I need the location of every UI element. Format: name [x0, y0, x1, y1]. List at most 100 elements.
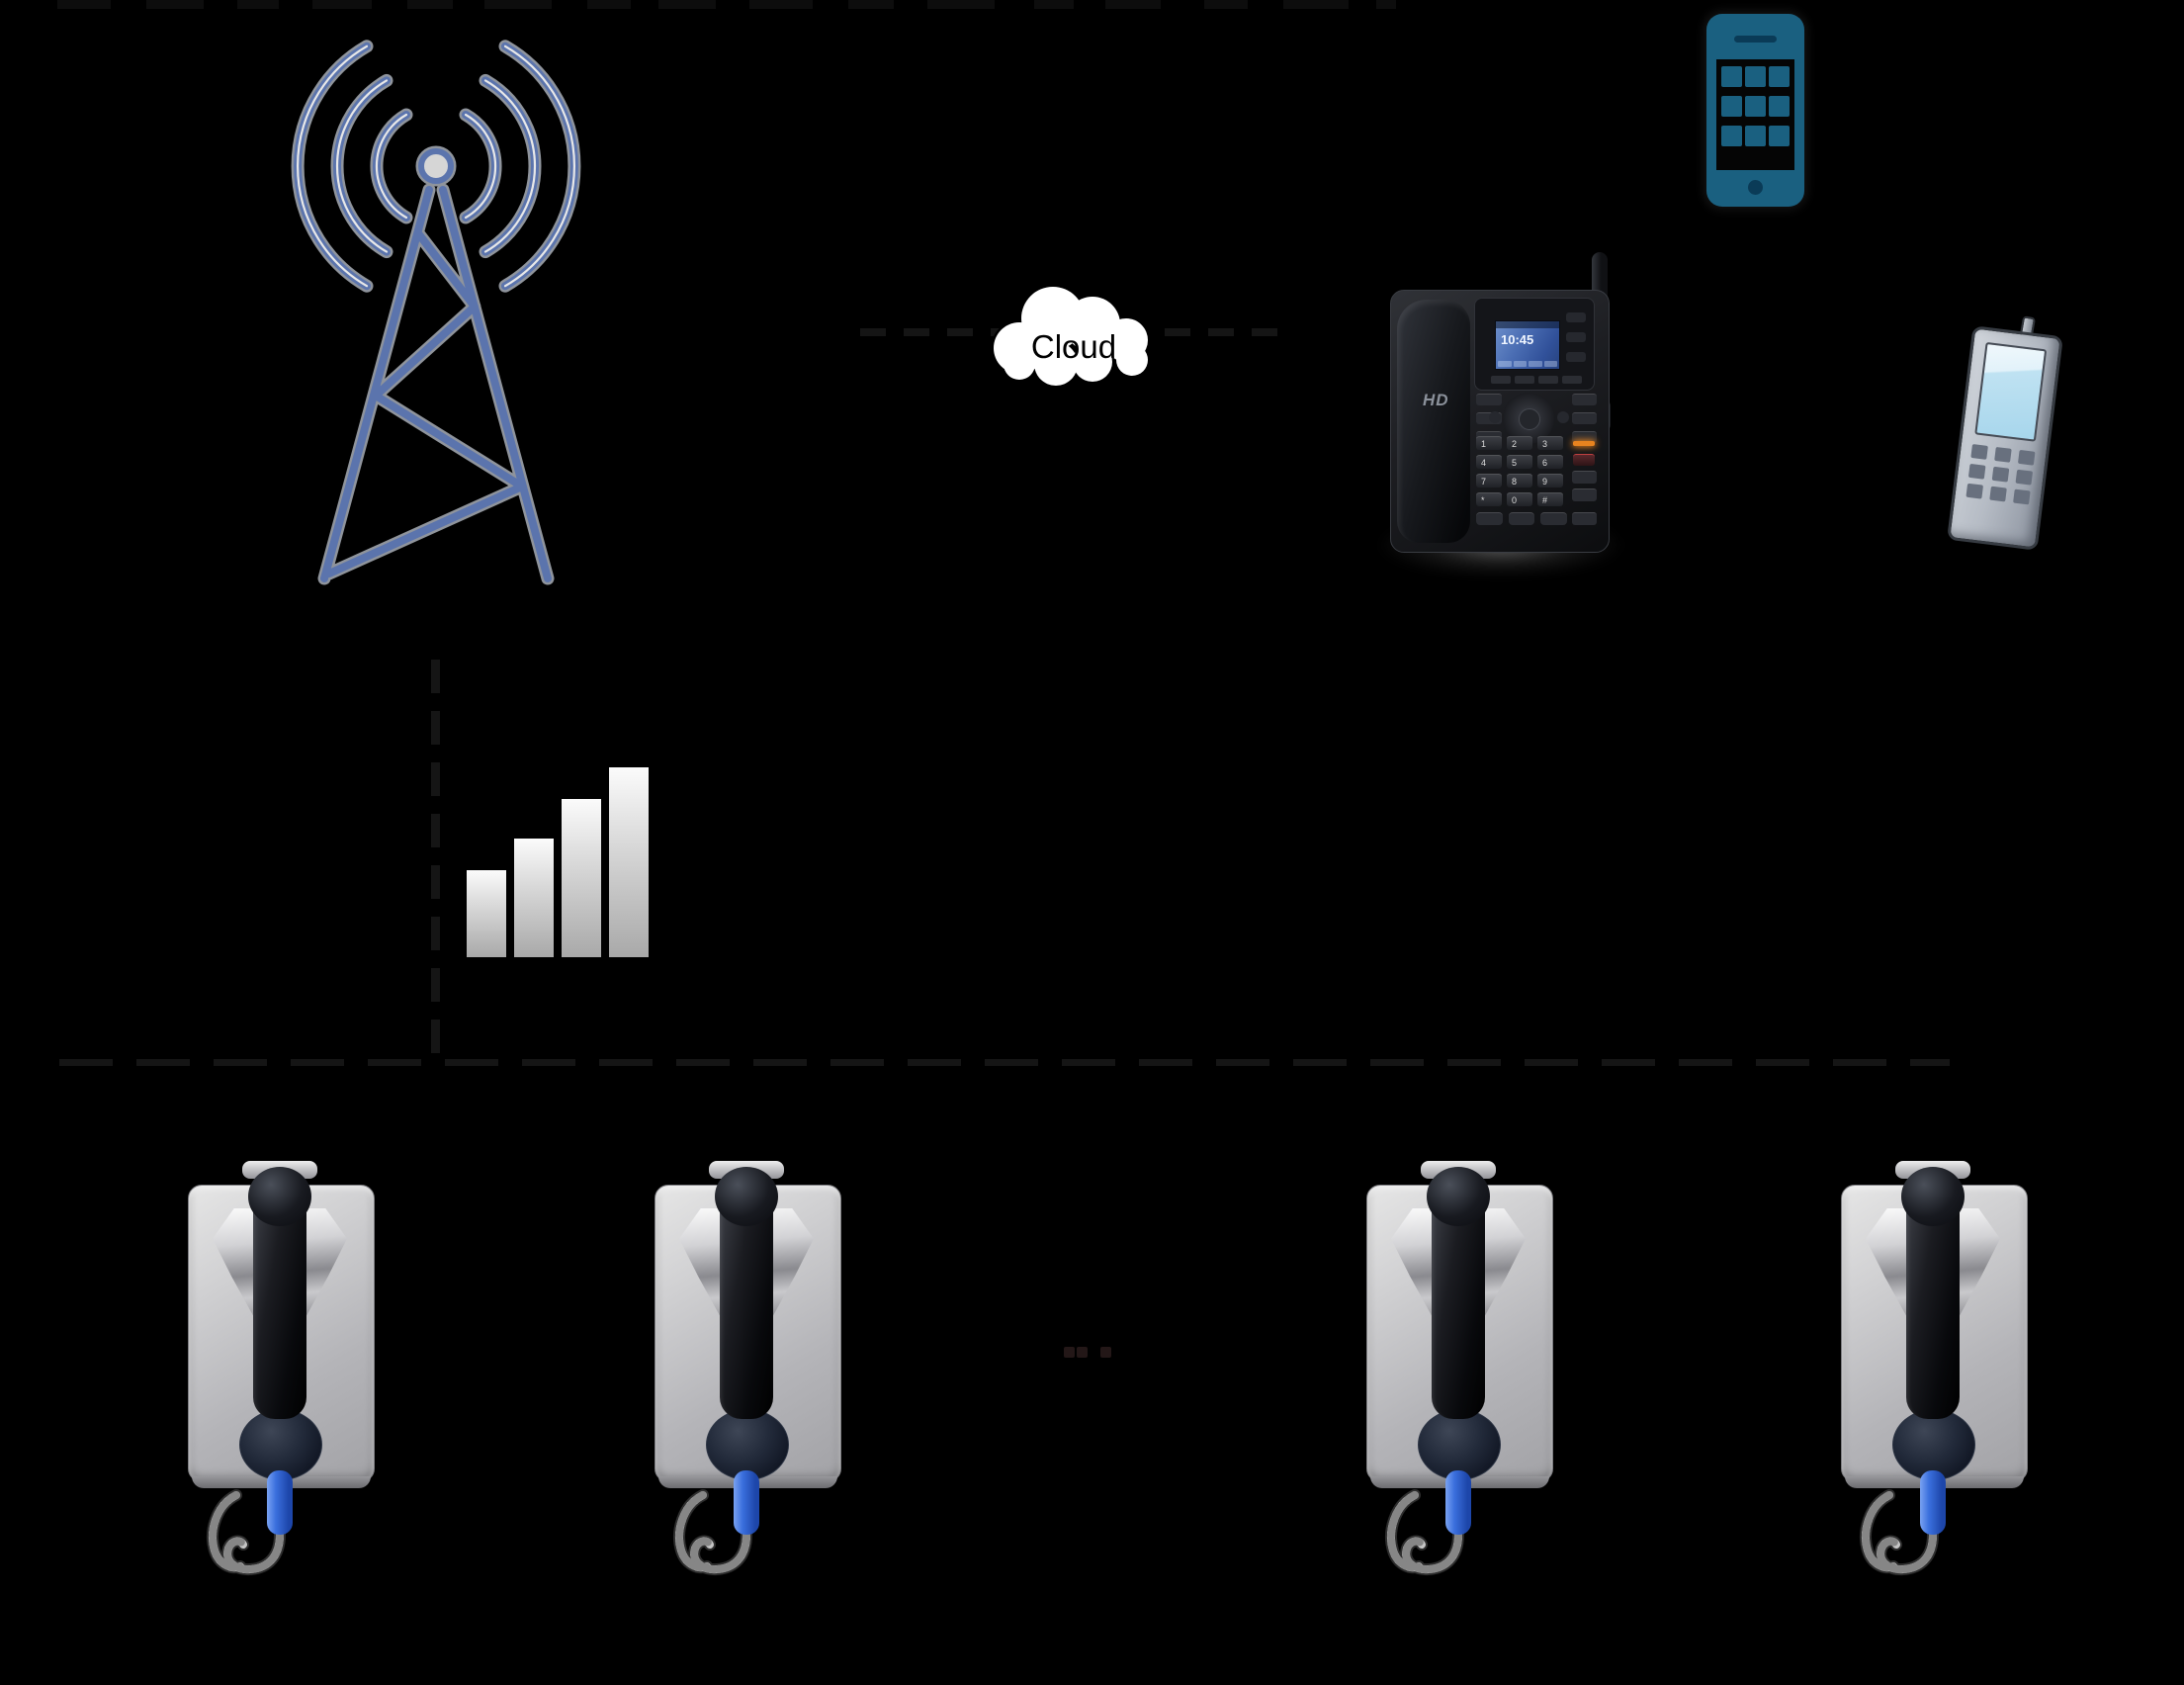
round-key: [1557, 411, 1569, 423]
clipped-text-mark: [484, 0, 552, 9]
dial-key: 7: [1476, 474, 1502, 488]
screen-menu-strip: [1498, 361, 1557, 367]
mobile-key: [1991, 466, 2010, 483]
hangup-key: [1572, 488, 1597, 501]
cell-tower-icon: [291, 40, 581, 585]
keypad-key: [1745, 96, 1766, 117]
dial-key: 6: [1537, 455, 1563, 469]
cloud-shape: Cloud: [991, 284, 1151, 389]
dial-key: #: [1537, 492, 1563, 506]
cable-grommet: [1920, 1470, 1946, 1535]
keypad-key: [1721, 66, 1742, 87]
signal-bar: [514, 839, 554, 957]
clipped-text-mark: [57, 0, 111, 9]
clipped-text-mark: [1034, 0, 1074, 9]
round-key: [1489, 411, 1501, 423]
dial-key: 4: [1476, 455, 1502, 469]
phone-handset: HD: [1397, 300, 1470, 543]
call-key: [1572, 471, 1597, 484]
dashed-line-phones-bus: [59, 1059, 1950, 1066]
tower-dot: [418, 148, 454, 184]
screen-side-key: [1566, 312, 1586, 322]
keypad-key: [1769, 126, 1790, 146]
clipped-text-mark: [146, 0, 204, 9]
volume-row: [1476, 512, 1568, 525]
wall-handset: [715, 1167, 778, 1419]
dial-key: 2: [1507, 436, 1532, 450]
keypad-key: [1769, 66, 1790, 87]
keypad-key: [1721, 126, 1742, 146]
dial-key: 9: [1537, 474, 1563, 488]
ellipsis-dot: [1077, 1347, 1088, 1358]
clipped-text-mark: [407, 0, 453, 9]
keypad-panel: [1716, 59, 1794, 170]
mobile-keypad: [1966, 444, 2036, 505]
tower-lattice: [317, 183, 555, 585]
screen-time: 10:45: [1501, 332, 1534, 347]
soft-keys-row: [1491, 376, 1582, 384]
clipped-text-mark: [1105, 0, 1161, 9]
screen-status-bar: [1496, 321, 1559, 328]
mobile-key: [1967, 463, 1986, 480]
mobile-key: [1994, 446, 2012, 463]
speaker-slot: [1734, 36, 1777, 43]
cable-grommet: [1445, 1470, 1471, 1535]
ellipsis-dot: [1064, 1347, 1075, 1358]
mobile-key: [2017, 449, 2036, 466]
clipped-text-mark: [1376, 0, 1396, 9]
mobile-key: [1989, 486, 2007, 502]
jail-phone: [648, 1159, 845, 1579]
clipped-text-mark: [749, 0, 813, 9]
screen-side-key: [1566, 332, 1586, 342]
jail-phone: [1834, 1159, 2032, 1579]
home-button-icon: [1748, 180, 1763, 195]
clipped-text-mark: [927, 0, 995, 9]
tower-waves: [291, 40, 581, 293]
dial-key: 0: [1507, 492, 1532, 506]
signal-bar: [562, 799, 601, 957]
dial-key: 1: [1476, 436, 1502, 450]
phone-screen: 10:45: [1495, 320, 1560, 370]
clipped-text-mark: [312, 0, 372, 9]
jail-phone: [1359, 1159, 1557, 1579]
speaker-key: [1572, 512, 1597, 525]
keypad-key: [1721, 96, 1742, 117]
cloud-label: Cloud: [1031, 328, 1116, 365]
armored-cables: [673, 1489, 752, 1576]
mobile-key: [1966, 483, 1984, 499]
dpad: [1503, 393, 1554, 444]
hd-label: HD: [1423, 391, 1449, 409]
keypad-key: [1769, 96, 1790, 117]
ellipsis-dot: [1100, 1347, 1111, 1358]
status-led: [1573, 441, 1595, 446]
mobile-body: [1947, 325, 2063, 551]
wall-handset: [248, 1167, 311, 1419]
dpad-ok-button: [1519, 408, 1540, 430]
tower-dot-halo: [415, 145, 457, 187]
cable-grommet: [267, 1470, 293, 1535]
jail-phone: [181, 1159, 379, 1579]
dashed-line-tower-down: [431, 660, 440, 1061]
clipped-text-mark: [1283, 0, 1349, 9]
mobile-key: [2015, 469, 2034, 486]
armored-cables: [207, 1489, 286, 1576]
keypad-grid: [1721, 66, 1790, 146]
dial-key: *: [1476, 492, 1502, 506]
armored-cables: [1385, 1489, 1464, 1576]
wall-handset: [1427, 1167, 1490, 1419]
screen-housing: 10:45: [1474, 298, 1595, 391]
signal-bars-icon: [467, 767, 649, 957]
clipped-text-mark: [587, 0, 631, 9]
red-key: [1573, 454, 1595, 466]
clipped-text-mark: [658, 0, 716, 9]
clipped-text-mark: [237, 0, 279, 9]
clipped-text-mark: [848, 0, 894, 9]
screen-side-key: [1566, 352, 1586, 362]
mobile-screen: [1974, 341, 2048, 442]
mobile-key: [2013, 488, 2031, 505]
